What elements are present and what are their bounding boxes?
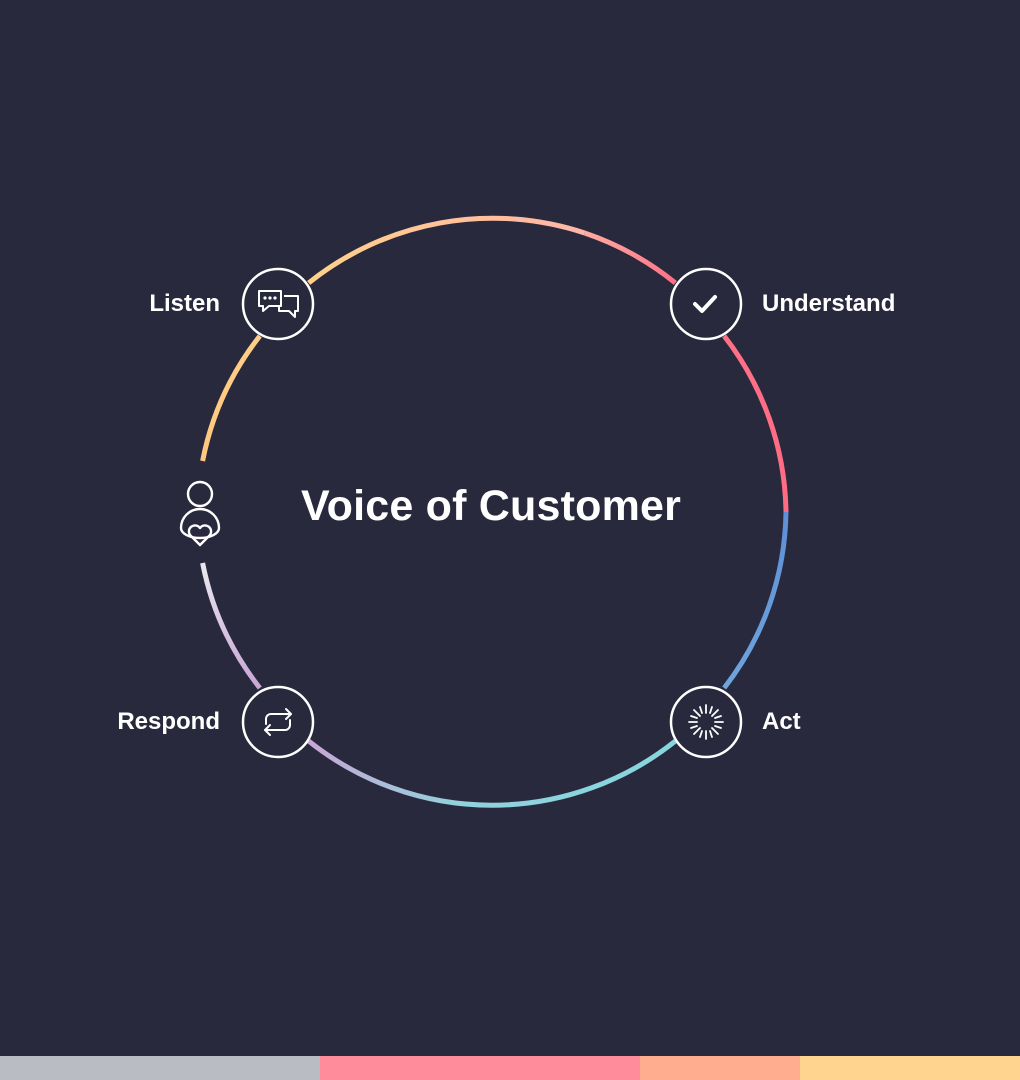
diagram-title: Voice of Customer [300, 482, 682, 530]
ring-arc-top [307, 215, 586, 285]
node-listen [241, 267, 315, 341]
checkmark-icon [693, 295, 717, 313]
step-label-respond: Respond [117, 708, 220, 735]
node-understand [669, 267, 743, 341]
step-label-act: Act [762, 708, 801, 735]
footer-segment-yellow [800, 1056, 1020, 1080]
node-act [669, 685, 743, 759]
step-label-listen: Listen [149, 290, 220, 317]
person-heart-icon [179, 480, 221, 547]
cycle-arrows-icon [264, 708, 292, 736]
chat-bubbles-icon [258, 290, 299, 318]
footer-color-bar [0, 1056, 1020, 1080]
ring-arc-top-right [583, 230, 677, 285]
ring-arc-left-bottom [200, 562, 262, 690]
footer-segment-gray [0, 1056, 320, 1080]
ring-arc-left-top [200, 334, 262, 462]
footer-segment-salmon [640, 1056, 800, 1080]
sparkle-burst-icon [688, 704, 724, 740]
step-label-understand: Understand [762, 290, 896, 317]
ring-arc-right-blue [722, 511, 789, 690]
ring-arc-bottom [307, 739, 677, 808]
node-respond [241, 685, 315, 759]
ring-arc-right [722, 334, 789, 513]
footer-segment-pink [320, 1056, 640, 1080]
